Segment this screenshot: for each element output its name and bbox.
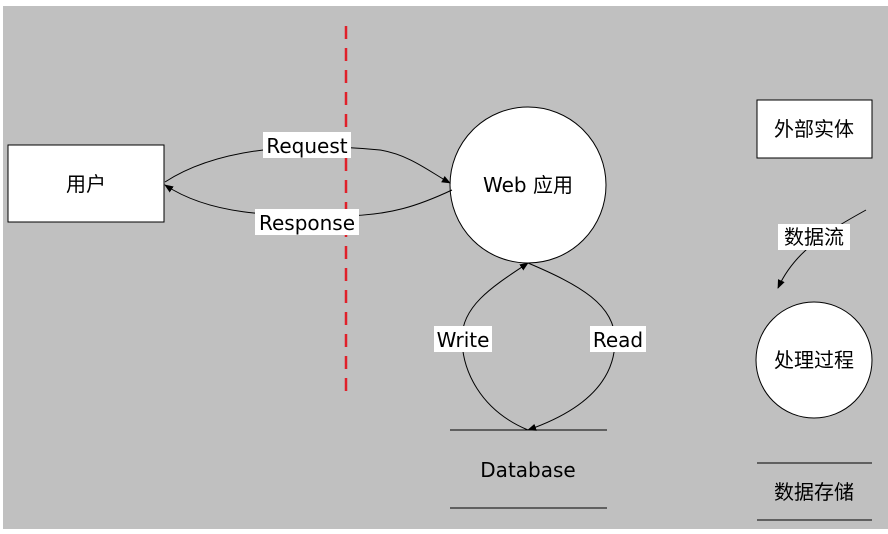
response-flow-label: Response bbox=[259, 211, 355, 235]
write-label-bg bbox=[434, 326, 492, 352]
database-store: Database bbox=[450, 429, 607, 509]
request-flow-label: Request bbox=[266, 134, 347, 158]
legend-data-flow-label-bg bbox=[778, 224, 850, 250]
response-label-bg bbox=[255, 209, 359, 235]
web-app-label: Web 应用 bbox=[483, 173, 573, 197]
user-entity: 用户 bbox=[7, 144, 165, 223]
legend-data-store: 数据存储 bbox=[757, 462, 872, 521]
legend-process-label: 处理过程 bbox=[774, 348, 854, 372]
legend-external-entity: 外部实体 bbox=[756, 99, 873, 159]
legend-process: 处理过程 bbox=[755, 301, 873, 419]
request-flow-arrow bbox=[164, 146, 451, 184]
diagram-background bbox=[3, 6, 888, 529]
web-app-process: Web 应用 bbox=[449, 106, 607, 264]
database-label: Database bbox=[480, 458, 575, 482]
legend-external-entity-box bbox=[756, 99, 873, 159]
legend-data-store-label: 数据存储 bbox=[774, 480, 854, 504]
user-entity-box bbox=[7, 144, 165, 223]
legend-process-circle bbox=[755, 301, 873, 419]
user-entity-label: 用户 bbox=[66, 172, 106, 196]
legend-external-entity-label: 外部实体 bbox=[774, 117, 854, 141]
read-flow-label: Read bbox=[593, 328, 643, 352]
legend-data-flow: 数据流 bbox=[777, 209, 867, 289]
read-label-bg bbox=[590, 326, 646, 352]
write-flow-label: Write bbox=[437, 328, 490, 352]
legend-data-flow-label: 数据流 bbox=[784, 225, 844, 249]
request-label-bg bbox=[263, 132, 351, 158]
